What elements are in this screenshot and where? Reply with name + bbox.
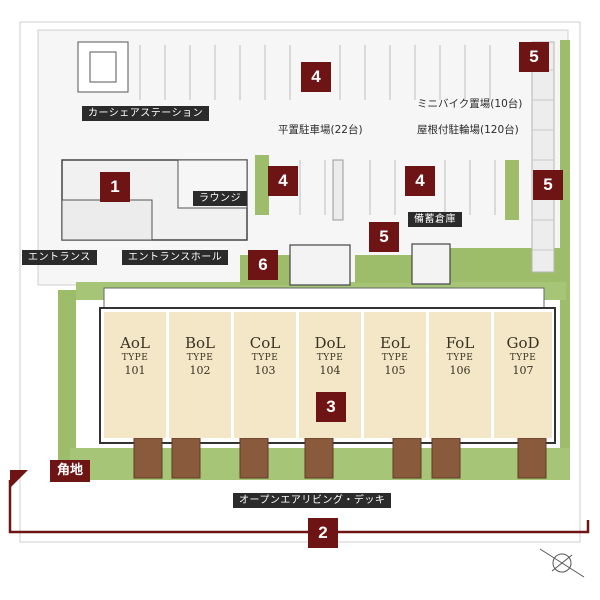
unit-type: TYPE bbox=[381, 353, 409, 363]
marker-4-right: 4 bbox=[405, 166, 435, 196]
green-left bbox=[58, 290, 76, 470]
compass-icon bbox=[539, 548, 585, 578]
unit-aol: AoL TYPE 101 bbox=[104, 312, 166, 438]
unit-name: CoL bbox=[249, 334, 281, 352]
car-share-pad bbox=[77, 41, 129, 93]
label-parking: 平置駐車場(22台) bbox=[278, 124, 363, 136]
parking-stalls-middle bbox=[299, 160, 496, 215]
marker-5-top: 5 bbox=[519, 42, 549, 72]
street-frame bbox=[8, 480, 590, 534]
deck-4 bbox=[304, 437, 334, 479]
label-open-deck: オープンエアリビング・デッキ bbox=[233, 493, 392, 508]
deck-5 bbox=[392, 437, 422, 479]
unit-type: TYPE bbox=[509, 353, 537, 363]
entrance-room bbox=[61, 199, 153, 241]
unit-number: 104 bbox=[319, 364, 341, 377]
marker-3: 3 bbox=[316, 392, 346, 422]
label-entrance: エントランス bbox=[22, 250, 97, 265]
unit-number: 101 bbox=[124, 364, 146, 377]
unit-type: TYPE bbox=[446, 353, 474, 363]
marker-5-mid: 5 bbox=[369, 222, 399, 252]
unit-bol: BoL TYPE 102 bbox=[169, 312, 231, 438]
unit-type: TYPE bbox=[251, 353, 279, 363]
unit-type: TYPE bbox=[121, 353, 149, 363]
hatched-divider bbox=[332, 159, 344, 221]
corner-lot-label: 角地 bbox=[50, 460, 91, 482]
green-right bbox=[560, 40, 570, 470]
green-small-2 bbox=[505, 160, 519, 220]
unit-name: AoL bbox=[120, 334, 150, 352]
label-car-share: カーシェアステーション bbox=[82, 106, 210, 121]
unit-type: TYPE bbox=[186, 353, 214, 363]
green-small-1 bbox=[255, 155, 269, 215]
car-share-car bbox=[89, 51, 117, 83]
unit-col: CoL TYPE 103 bbox=[234, 312, 296, 438]
marker-1: 1 bbox=[100, 172, 130, 202]
unit-name: BoL bbox=[184, 334, 215, 352]
unit-type: TYPE bbox=[316, 353, 344, 363]
unit-god: GoD TYPE 107 bbox=[494, 312, 552, 438]
stair-core-center bbox=[289, 244, 351, 286]
unit-number: 103 bbox=[254, 364, 276, 377]
label-entrance-hall: エントランスホール bbox=[122, 250, 229, 265]
label-minibike: ミニバイク置場(10台) bbox=[417, 98, 523, 110]
deck-7 bbox=[517, 437, 547, 479]
corner-mark bbox=[10, 470, 28, 488]
unit-name: GoD bbox=[506, 334, 540, 352]
unit-number: 106 bbox=[449, 364, 471, 377]
unit-name: FoL bbox=[445, 334, 475, 352]
unit-number: 107 bbox=[512, 364, 534, 377]
deck-6 bbox=[431, 437, 461, 479]
label-storage: 備蓄倉庫 bbox=[408, 212, 462, 227]
deck-2 bbox=[171, 437, 201, 479]
unit-fol: FoL TYPE 106 bbox=[429, 312, 491, 438]
marker-2: 2 bbox=[308, 518, 338, 548]
stair-core-right bbox=[411, 243, 451, 285]
unit-name: DoL bbox=[314, 334, 346, 352]
marker-5-right: 5 bbox=[533, 170, 563, 200]
marker-4-left: 4 bbox=[268, 166, 298, 196]
label-bicycle: 屋根付駐輪場(120台) bbox=[417, 124, 519, 136]
unit-number: 102 bbox=[189, 364, 211, 377]
corridor bbox=[103, 287, 545, 311]
label-lounge: ラウンジ bbox=[193, 191, 247, 206]
bicycle-rack-area bbox=[531, 41, 555, 273]
deck-3 bbox=[239, 437, 269, 479]
parking-stalls-top bbox=[139, 45, 491, 100]
green-mid-2 bbox=[355, 255, 415, 283]
unit-name: EoL bbox=[380, 334, 410, 352]
deck-1 bbox=[133, 437, 163, 479]
marker-4-top: 4 bbox=[301, 62, 331, 92]
deck-group bbox=[133, 437, 547, 479]
marker-6: 6 bbox=[248, 250, 278, 280]
unit-eol: EoL TYPE 105 bbox=[364, 312, 426, 438]
unit-number: 105 bbox=[384, 364, 406, 377]
